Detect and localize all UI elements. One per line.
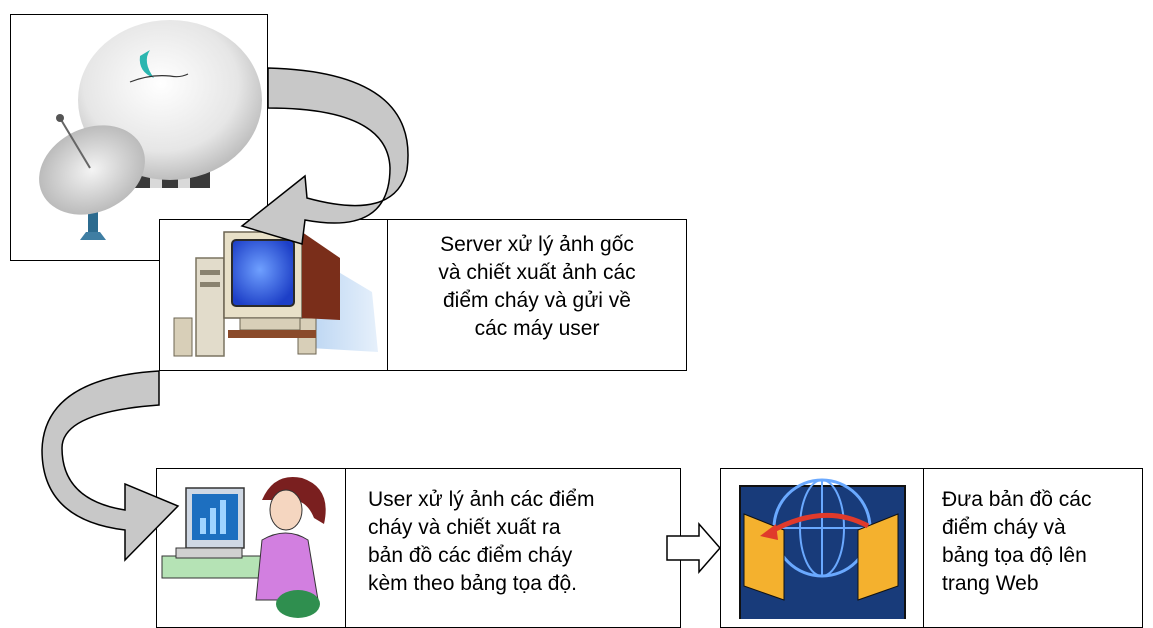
server-computer-image [173, 231, 378, 357]
user-text-box [345, 468, 681, 628]
web-text-box [923, 468, 1143, 628]
user-step-text: User xử lý ảnh các điểm cháy và chiết xu… [368, 488, 595, 595]
server-text-box [387, 219, 687, 371]
server-step-text: Server xử lý ảnh gốc và chiết xuất ảnh c… [438, 233, 636, 340]
user-at-computer-image [161, 476, 326, 618]
curved-arrow-satellite-to-server [240, 67, 409, 245]
web-step-text: Đưa bản đồ các điểm cháy và bảng tọa độ … [942, 488, 1092, 595]
web-transfer-image [739, 478, 906, 619]
arrow-user-to-web [666, 522, 721, 574]
curved-arrow-server-to-user [41, 370, 180, 562]
satellite-station-image [39, 20, 262, 240]
